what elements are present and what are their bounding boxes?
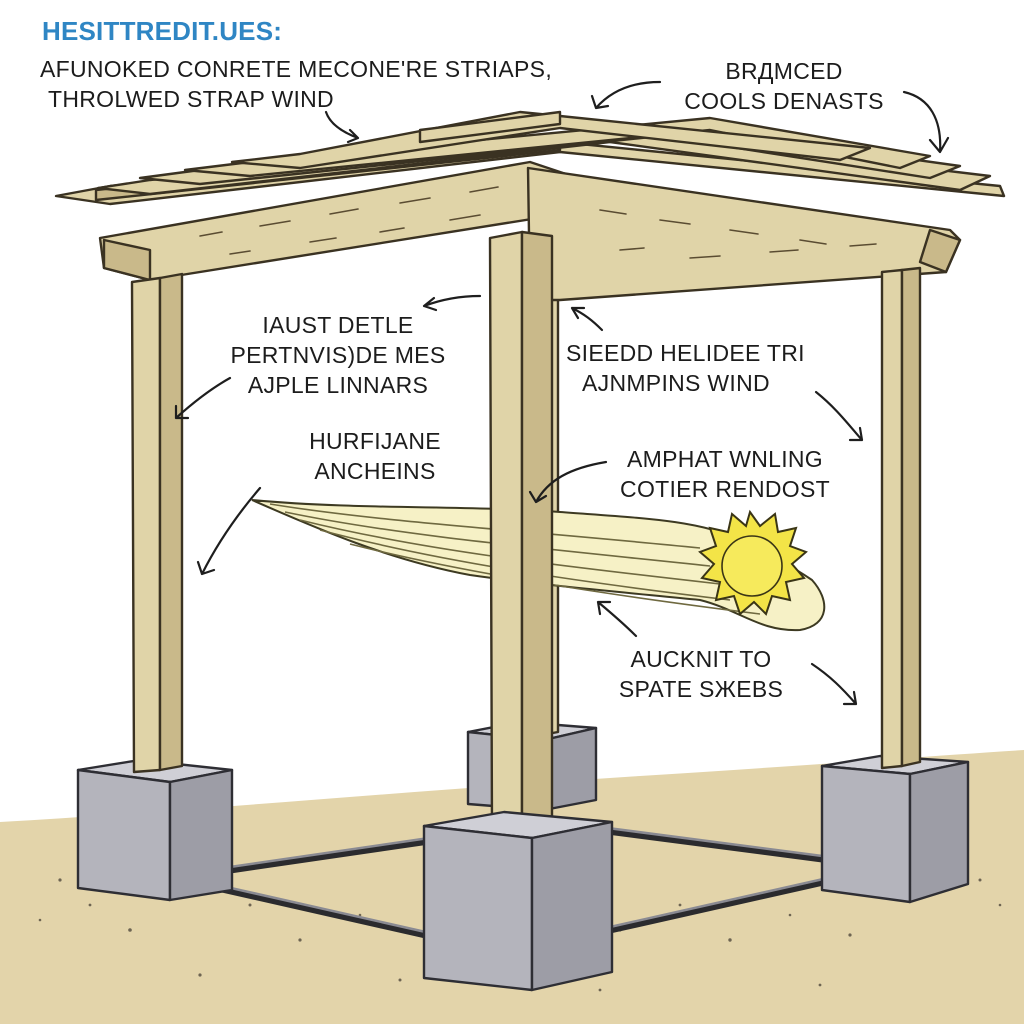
label-mid-right-line-1: SIEEDD HELIDEE TRI bbox=[566, 340, 805, 366]
label-mid-right-line-2: AJNMPINS WIND bbox=[582, 370, 770, 396]
label-top-left: AFUNOKED CONRETE MECONE'RE STRIAPS, THRO… bbox=[40, 54, 552, 114]
label-mid-left: IAUST DETLE PERTNVIS)DE MES AJPLE LINNAR… bbox=[208, 310, 468, 400]
label-top-right: BRДMCED COOLS DENASTS bbox=[664, 56, 904, 116]
label-left-low-line-1: HURFIJANE bbox=[309, 428, 441, 454]
label-bottom-right-line-1: AUCKNIT TO bbox=[630, 646, 772, 672]
diagram-heading: HESITTREDIT.UES: bbox=[42, 16, 283, 46]
post-left bbox=[130, 272, 184, 774]
label-top-right-line-2: COOLS DENASTS bbox=[684, 88, 884, 114]
label-left-low-line-2: ANCHEINS bbox=[314, 458, 436, 484]
label-mid-left-line-3: AJPLE LINNARS bbox=[247, 372, 429, 398]
post-right bbox=[880, 266, 922, 770]
pergola-rafters bbox=[54, 110, 1006, 206]
pergola-beams bbox=[98, 160, 962, 302]
sun-icon bbox=[698, 509, 808, 616]
post-center bbox=[488, 230, 554, 832]
label-left-low: HURFIJANE ANCHEINS bbox=[280, 426, 470, 486]
callout-arrow-icon bbox=[174, 80, 950, 706]
label-right-low-line-2: COTIER RENDOST bbox=[620, 476, 830, 502]
label-mid-left-line-2: PERTNVIS)DE MES bbox=[230, 342, 446, 368]
concrete-footing-right bbox=[820, 754, 970, 904]
label-bottom-right: AUCKNIT TO SPATE SЖEBS bbox=[596, 644, 806, 704]
label-top-left-line-1: AFUNOKED CONRETE MECONE'RE STRIAPS, bbox=[40, 56, 553, 82]
concrete-footing-left bbox=[76, 758, 234, 902]
label-mid-right: SIEEDD HELIDEE TRI AJNMPINS WIND bbox=[566, 338, 805, 398]
label-right-low-line-1: AMPHAT WNLING bbox=[626, 446, 823, 472]
label-mid-left-line-1: IAUST DETLE bbox=[262, 312, 414, 338]
label-top-right-line-1: BRДMCED bbox=[725, 58, 843, 84]
label-bottom-right-line-2: SPATE SЖEBS bbox=[618, 676, 784, 702]
label-top-left-line-2: THROLWED STRAP WIND bbox=[48, 86, 334, 112]
label-right-low: AMPHAT WNLING COTIER RENDOST bbox=[600, 444, 850, 504]
concrete-footing-center bbox=[422, 810, 614, 992]
